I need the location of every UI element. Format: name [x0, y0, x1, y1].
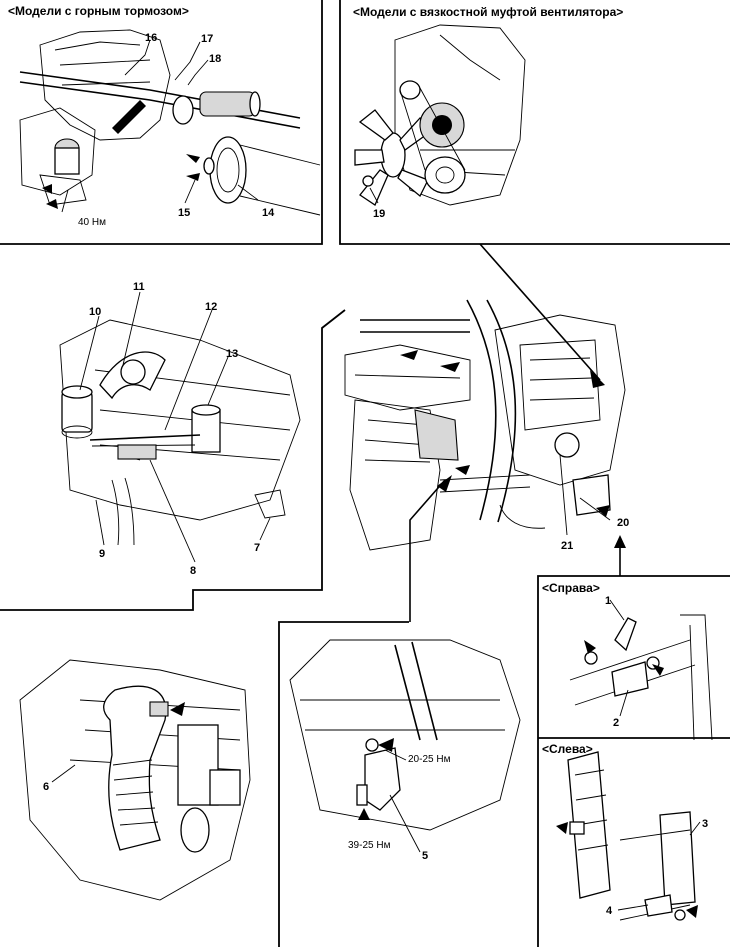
torque-20-25: 20-25 Нм	[408, 754, 451, 765]
callout-14: 14	[262, 207, 275, 219]
caption-left: <Слева>	[542, 742, 593, 756]
callout-9: 9	[99, 548, 105, 560]
fan	[354, 109, 431, 206]
viscous-fan-drawing	[354, 24, 526, 206]
left-mount-drawing	[556, 751, 701, 921]
callout-10: 10	[89, 306, 101, 318]
callout-5: 5	[422, 850, 428, 862]
callout-12: 12	[205, 301, 217, 313]
torque-39-25: 39-25 Нм	[348, 840, 391, 851]
callout-3: 3	[702, 818, 708, 830]
central-engine-drawing	[344, 243, 626, 622]
callout-18: 18	[209, 53, 221, 65]
callout-16: 16	[145, 32, 157, 44]
callout-20: 20	[617, 517, 629, 529]
caption-viscous-fan: <Модели с вязкостной муфтой вентилятора>	[353, 5, 623, 19]
callout-11: 11	[133, 281, 145, 293]
callout-2: 2	[613, 717, 619, 729]
hose-detail-drawing	[19, 659, 251, 901]
callout-4: 4	[606, 905, 613, 917]
callout-21: 21	[561, 540, 573, 552]
callout-13: 13	[226, 348, 238, 360]
callout-6: 6	[43, 781, 49, 793]
callout-19: 19	[373, 208, 385, 220]
mountain-brake-drawing	[19, 29, 321, 216]
callout-15: 15	[178, 207, 190, 219]
callout-8: 8	[190, 565, 196, 577]
callout-17: 17	[201, 33, 213, 45]
bracket-detail-drawing	[289, 639, 521, 853]
left-engine-drawing	[59, 291, 301, 563]
callout-7: 7	[254, 542, 260, 554]
caption-right: <Справа>	[542, 581, 600, 595]
torque-40: 40 Нм	[78, 217, 106, 228]
caption-mountain-brake: <Модели с горным тормозом>	[8, 4, 189, 18]
callout-1: 1	[605, 595, 611, 607]
right-mount-drawing	[569, 599, 713, 741]
